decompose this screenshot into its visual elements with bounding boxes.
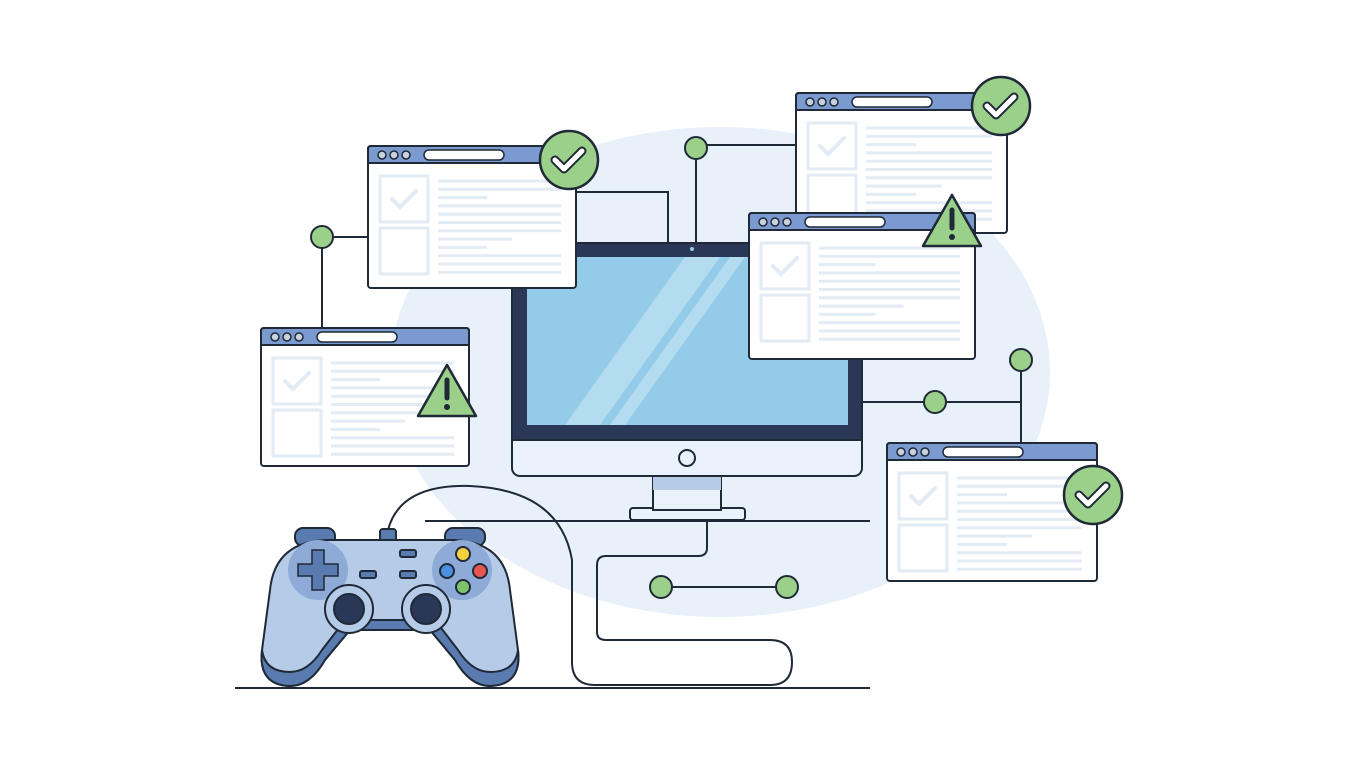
connector-nodes [310,136,1033,599]
checkbox-checked [806,121,858,171]
check-icon [984,94,1017,118]
button-red [472,563,488,579]
window-dot-icon [770,217,780,227]
connector-lines [321,144,1022,686]
check-icon [283,371,311,392]
window-dot-icon [758,217,768,227]
window-dot-icon [377,150,387,160]
window-dot-icon [294,332,304,342]
browser-window [886,442,1124,582]
window-dot-icon [817,97,827,107]
window-dot-icon [908,447,918,457]
button-green [455,579,471,595]
window-dot-icon [920,447,930,457]
browser-window [260,327,478,467]
window-dot-icon [896,447,906,457]
check-icon [552,148,585,172]
camera-icon [690,247,694,251]
address-bar [423,149,505,161]
checkbox-empty [897,523,949,573]
button-blue [439,563,455,579]
browser-window [748,193,983,360]
window-dot-icon [282,332,292,342]
check-icon [909,486,937,507]
address-bar [942,446,1024,458]
checkbox-checked [897,471,949,521]
window-dot-icon [389,150,399,160]
monitor-cable [387,484,794,686]
checkbox-checked [759,241,811,291]
window-dot-icon [782,217,792,227]
checkbox-checked [378,174,430,224]
address-bar [851,96,933,108]
checkbox-empty [378,226,430,276]
window-dot-icon [805,97,815,107]
window-dot-icon [401,150,411,160]
window-dot-icon [829,97,839,107]
game-controller [260,527,520,688]
check-icon [390,189,418,210]
window-dot-icon [270,332,280,342]
browser-window [367,129,600,289]
checkbox-empty [271,408,323,458]
check-icon [771,256,799,277]
power-button-icon [678,449,696,467]
node [923,390,947,414]
node [775,575,799,599]
node [310,225,334,249]
address-bar [804,216,886,228]
checkbox-checked [271,356,323,406]
button-yellow [455,546,471,562]
node [1009,348,1033,372]
address-bar [316,331,398,343]
checkbox-empty [759,293,811,343]
browser-window [795,75,1032,234]
check-icon [1076,483,1109,507]
node [684,136,708,160]
node [649,575,673,599]
dpad-icon [297,549,339,591]
check-icon [818,136,846,157]
